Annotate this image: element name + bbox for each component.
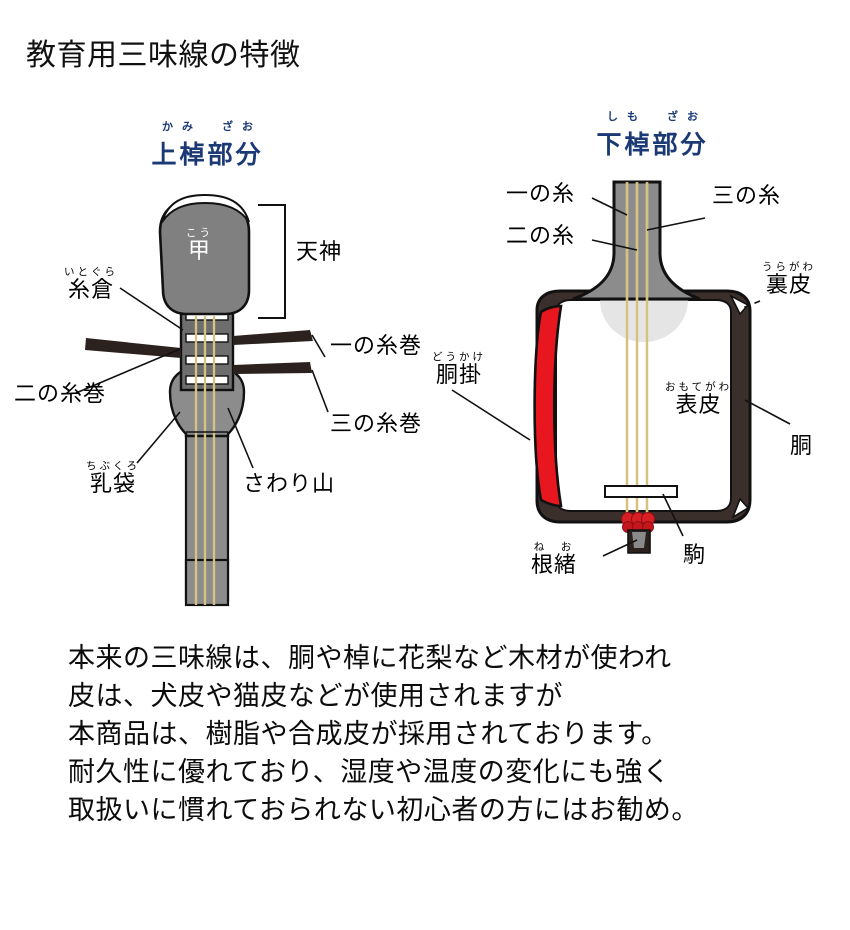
section-heading-upper-neck: かみ ざお 上棹部分: [120, 118, 295, 171]
neck-shaft: [184, 428, 230, 602]
label-ni-no-ito-text: 二の糸: [506, 224, 576, 249]
label-san-no-ito: 三の糸: [712, 186, 781, 208]
strings-lower: [625, 182, 649, 520]
lower-neck-shaft: [572, 180, 701, 301]
section-heading-lower-neck-ruby: しも ざお: [607, 110, 707, 123]
description-line-4: 耐久性に優れており、湿度や温度の変化にも強く: [68, 757, 671, 788]
label-neo-text: 根緒: [531, 552, 578, 578]
label-kou: こう 甲: [186, 228, 213, 263]
label-tenjin: 天神: [296, 242, 342, 264]
label-dokake: どうかけ 胴掛: [432, 352, 486, 387]
label-uragawa: うらがわ 裏皮: [762, 262, 816, 297]
description-paragraph: 本来の三味線は、胴や棹に花梨など木材が使われ 皮は、犬皮や猫皮などが使用されます…: [68, 640, 808, 830]
label-uragawa-ruby: うらがわ: [762, 261, 816, 273]
section-heading-upper-neck-ruby: かみ ざお: [162, 120, 262, 133]
label-ichi-no-itomaki-text: 一の糸巻: [330, 334, 423, 359]
label-dou: 胴: [790, 436, 813, 458]
label-omotegawa-ruby: おもてがわ: [665, 381, 733, 393]
description-line-3: 本商品は、樹脂や合成皮が採用されております。: [68, 719, 669, 750]
label-dokake-ruby: どうかけ: [432, 351, 486, 363]
label-ichi-no-ito-text: 一の糸: [506, 182, 576, 207]
strings-upper: [194, 316, 216, 605]
leader-lines-right: [451, 197, 791, 557]
label-ni-no-itomaki: 二の糸巻: [14, 384, 106, 406]
label-chibukuro: ちぶくろ 乳袋: [86, 461, 140, 496]
dokake-pad: [533, 304, 563, 508]
label-san-no-itomaki-text: 三の糸巻: [330, 412, 423, 437]
label-san-no-ito-text: 三の糸: [712, 184, 782, 209]
pegbox-bar: [185, 355, 229, 365]
neck-shaft-lower: [184, 558, 230, 607]
peg-ichi: [233, 330, 313, 345]
label-dokake-text: 胴掛: [435, 362, 482, 388]
label-neo-ruby: ね お: [533, 541, 575, 553]
label-ichi-no-itomaki: 一の糸巻: [330, 336, 422, 358]
section-heading-lower-neck: しも ざお 下棹部分: [565, 108, 740, 161]
label-sawariyama: さわり山: [243, 474, 335, 496]
description-line-5: 取扱いに慣れておられない初心者の方にはお勧め。: [68, 795, 699, 826]
label-sawariyama-text: さわり山: [243, 472, 336, 497]
chibukuro-bulge: [168, 364, 246, 438]
label-tenjin-text: 天神: [296, 240, 343, 265]
description-line-1: 本来の三味線は、胴や棹に花梨など木材が使われ: [68, 643, 672, 674]
pegbox-bar: [185, 375, 229, 385]
label-itogura-ruby: いとぐら: [64, 266, 118, 278]
label-kou-text: 甲: [187, 238, 211, 264]
label-chibukuro-ruby: ちぶくろ: [86, 460, 140, 472]
label-san-no-itomaki: 三の糸巻: [330, 414, 422, 436]
leader-lines-left: [75, 287, 329, 469]
label-itogura: いとぐら 糸倉: [64, 267, 118, 302]
label-chibukuro-text: 乳袋: [89, 471, 136, 497]
label-ni-no-itomaki-text: 二の糸巻: [14, 382, 107, 407]
tailpiece-inner: [632, 532, 646, 548]
skin-shadow: [600, 300, 688, 342]
tenjin-bracket: [258, 204, 286, 319]
label-omotegawa: おもてがわ 表皮: [665, 382, 732, 417]
dou-corner-notch: [731, 497, 750, 519]
pegbox-bar: [185, 311, 229, 321]
label-neo: ね お 根緒: [531, 542, 577, 577]
neo-knots: [621, 512, 655, 533]
label-dou-text: 胴: [790, 434, 814, 459]
peg-san: [233, 362, 312, 374]
tailpiece: [627, 529, 651, 554]
itogura-pegbox: [179, 306, 235, 392]
description-line-2: 皮は、犬皮や猫皮などが使用されますが: [68, 681, 563, 712]
peg-ni: [85, 338, 181, 358]
page-title: 教育用三味線の特徴: [26, 38, 301, 73]
tenjin-head-cap: [161, 193, 250, 223]
label-ichi-no-ito: 一の糸: [506, 184, 575, 206]
label-kou-ruby: こう: [186, 227, 213, 239]
label-itogura-text: 糸倉: [67, 277, 114, 303]
pegbox-bar: [185, 333, 229, 343]
section-heading-upper-neck-label: 上棹部分: [151, 140, 264, 169]
label-omotegawa-text: 表皮: [675, 392, 722, 418]
section-heading-lower-neck-label: 下棹部分: [596, 130, 709, 159]
label-koma-text: 駒: [683, 543, 707, 568]
label-ni-no-ito: 二の糸: [506, 226, 575, 248]
label-uragawa-text: 裏皮: [765, 272, 812, 298]
koma-bridge: [604, 485, 678, 498]
label-koma: 駒: [683, 545, 706, 567]
dou-corner-notch: [729, 294, 750, 316]
